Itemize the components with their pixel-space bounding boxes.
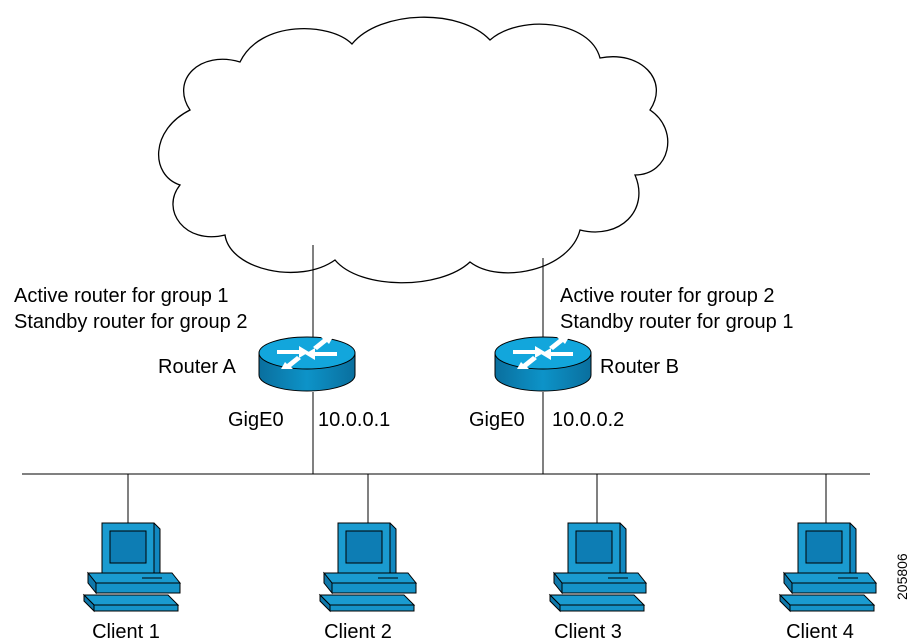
router-b-icon xyxy=(494,336,592,392)
router-b-interface: GigE0 xyxy=(469,409,525,431)
router-b-ip: 10.0.0.2 xyxy=(552,409,625,431)
client-4-label: Client 4 xyxy=(786,621,854,643)
router-b-role-line1: Active router for group 2 xyxy=(560,285,775,307)
router-a-interface: GigE0 xyxy=(228,409,284,431)
client-1-label: Client 1 xyxy=(92,621,160,643)
figure-id: 205806 xyxy=(894,553,910,600)
cloud-icon xyxy=(158,16,669,284)
router-b-name: Router B xyxy=(600,356,679,378)
router-a-name: Router A xyxy=(158,356,236,378)
client-3-label: Client 3 xyxy=(554,621,622,643)
router-b-role-line2: Standby router for group 1 xyxy=(560,311,794,333)
client-3-icon xyxy=(549,522,647,612)
router-a-role-line1: Active router for group 1 xyxy=(14,285,229,307)
client-4-icon xyxy=(779,522,877,612)
client-2-label: Client 2 xyxy=(324,621,392,643)
client-2-icon xyxy=(319,522,417,612)
router-a-ip: 10.0.0.1 xyxy=(318,409,391,431)
router-a-role-line2: Standby router for group 2 xyxy=(14,311,248,333)
router-a-icon xyxy=(258,336,356,392)
client-1-icon xyxy=(83,522,181,612)
